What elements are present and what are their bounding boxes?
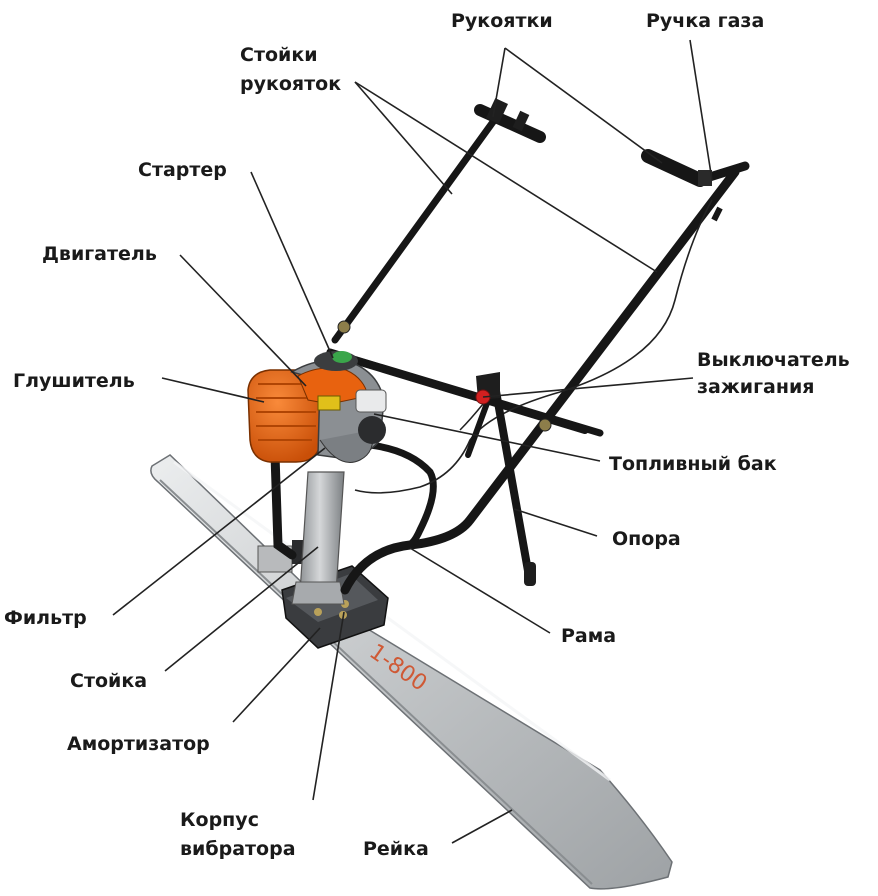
frame: [270, 111, 750, 595]
cable-clamp: [538, 418, 552, 432]
throttle-cable: [354, 199, 713, 494]
label-starter: Стартер: [138, 159, 227, 181]
label-vykl-line2: зажигания: [697, 376, 814, 398]
label-ruchka-gaza: Ручка газа: [646, 10, 764, 32]
label-amortizator: Амортизатор: [67, 733, 210, 755]
label-opora: Опора: [612, 528, 681, 550]
label-rama: Рама: [561, 625, 616, 647]
label-glushitel: Глушитель: [13, 370, 135, 392]
label-dvigatel: Двигатель: [42, 243, 157, 265]
label-stoika: Стойка: [70, 670, 147, 692]
label-toplivny-bak: Топливный бак: [609, 453, 777, 475]
label-korpus-line1: Корпус: [180, 809, 259, 831]
label-vykl-line1: Выключатель: [697, 349, 850, 371]
labels: Рукоятки Ручка газа Стойки рукояток Стар…: [4, 10, 850, 860]
label-reika: Рейка: [363, 838, 429, 860]
engine: [247, 351, 387, 463]
label-stoiki-line2: рукояток: [240, 73, 341, 95]
label-rukoyatki: Рукоятки: [451, 10, 553, 32]
label-korpus-line2: вибратора: [180, 838, 296, 860]
label-stoiki-line1: Стойки: [240, 44, 318, 66]
post: [291, 471, 345, 605]
label-filtr: Фильтр: [4, 607, 87, 629]
handles: [474, 98, 712, 187]
leader-lines: [112, 39, 713, 844]
